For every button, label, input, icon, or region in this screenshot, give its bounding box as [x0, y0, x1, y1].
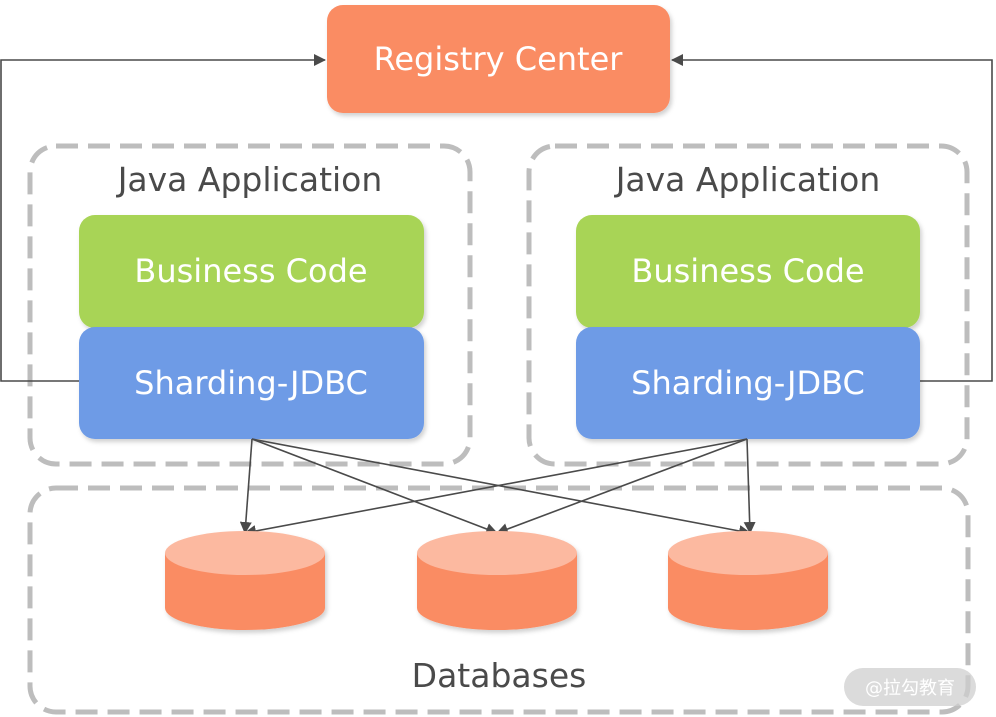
arrow-left-to-db3 — [251, 438, 751, 537]
java-application-title-right: Java Application — [614, 160, 881, 199]
routing-arrows — [239, 438, 756, 537]
java-application-title-left: Java Application — [116, 160, 383, 199]
watermark-badge — [844, 668, 976, 706]
database-cylinder-1 — [165, 531, 325, 630]
registry-link-right — [671, 54, 993, 382]
sharding-jdbc-box-left — [79, 327, 424, 439]
arrow-right-to-db1 — [244, 438, 748, 537]
registry-center-box — [327, 5, 670, 113]
database-cylinder-2 — [417, 531, 577, 630]
sharding-jdbc-label-left: Sharding-JDBC — [134, 364, 368, 402]
business-code-label-left: Business Code — [134, 252, 367, 290]
arrow-left-to-db1 — [239, 438, 253, 534]
databases-label: Databases — [412, 656, 587, 695]
arrow-right-to-db2 — [496, 438, 748, 535]
database-cylinder-3 — [668, 531, 828, 630]
registry-link-left — [0, 54, 326, 382]
sharding-jdbc-box-right — [576, 327, 920, 439]
sharding-jdbc-label-right: Sharding-JDBC — [631, 364, 865, 402]
arrow-left-to-db2 — [251, 438, 498, 535]
registry-center-label: Registry Center — [374, 40, 624, 78]
business-code-box-left — [79, 215, 424, 328]
business-code-label-right: Business Code — [631, 252, 864, 290]
arrow-right-to-db3 — [743, 438, 756, 534]
business-code-box-right — [576, 215, 920, 328]
watermark-text: @拉勾教育 — [865, 678, 955, 699]
